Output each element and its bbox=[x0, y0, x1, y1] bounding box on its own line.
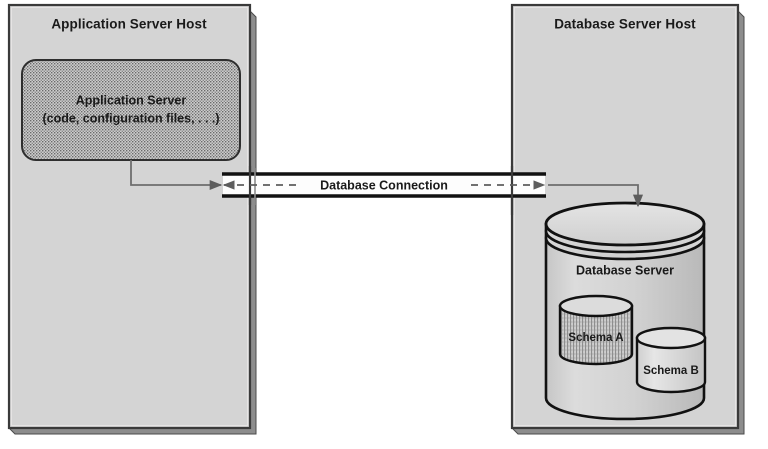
database-server-top bbox=[544, 201, 706, 247]
connector-database-connection[interactable]: Database Connection bbox=[222, 166, 546, 215]
connection-label-backing bbox=[298, 176, 470, 194]
database-server-title: Database Server bbox=[576, 263, 674, 277]
node-application-server[interactable]: Application Server (code, configuration … bbox=[21, 59, 241, 161]
connector-connection-to-database-server[interactable] bbox=[548, 184, 644, 208]
application-server-title: Application Server bbox=[76, 93, 187, 107]
schema-b-body bbox=[635, 336, 707, 394]
host-inner-highlight bbox=[11, 7, 248, 426]
node-schema-b[interactable]: Schema B bbox=[635, 326, 707, 394]
host-title-application-server-host: Application Server Host bbox=[51, 17, 207, 32]
application-server-body bbox=[21, 59, 241, 161]
host-title-database-server-host: Database Server Host bbox=[554, 17, 696, 32]
database-server-connection-line bbox=[548, 184, 644, 208]
schema-a-title: Schema A bbox=[568, 332, 623, 344]
application-server-subtitle: (code, configuration files, . . .) bbox=[42, 111, 219, 125]
node-database-server[interactable]: Database Server Schema A Schema B bbox=[544, 201, 707, 421]
schema-a-top bbox=[558, 294, 634, 318]
schema-a-body bbox=[558, 304, 634, 366]
connector-app-server-to-connection[interactable] bbox=[130, 160, 223, 191]
schema-b-top bbox=[635, 326, 707, 350]
host-inner-highlight bbox=[514, 7, 736, 426]
node-schema-a[interactable]: Schema A bbox=[558, 294, 634, 366]
schema-b-title: Schema B bbox=[643, 365, 699, 377]
database-connection-label: Database Connection bbox=[320, 178, 448, 192]
app-server-connection-line bbox=[130, 160, 223, 191]
